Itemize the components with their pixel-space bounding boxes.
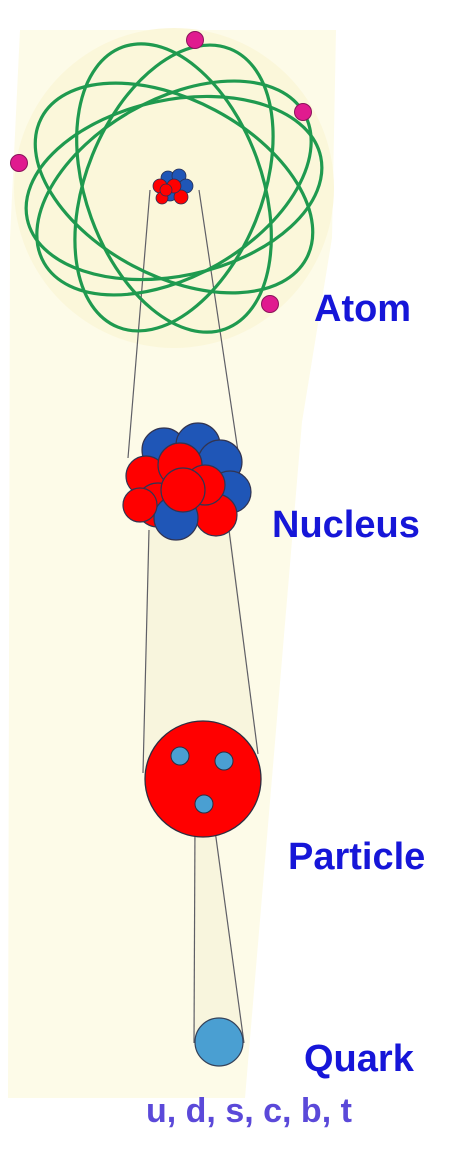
- quark-dot: [195, 795, 213, 813]
- quark-icon: [195, 1018, 243, 1066]
- electron: [295, 104, 312, 121]
- atom-label: Atom: [314, 290, 411, 328]
- electron: [187, 32, 204, 49]
- electron: [11, 155, 28, 172]
- particle-label: Particle: [288, 838, 425, 876]
- nucleus-label: Nucleus: [272, 506, 420, 544]
- quark-flavors-label: u, d, s, c, b, t: [146, 1094, 352, 1128]
- particle-icon: [145, 721, 261, 837]
- quark-label: Quark: [304, 1040, 414, 1078]
- electron: [262, 296, 279, 313]
- quark-dot: [215, 752, 233, 770]
- quark-dot: [171, 747, 189, 765]
